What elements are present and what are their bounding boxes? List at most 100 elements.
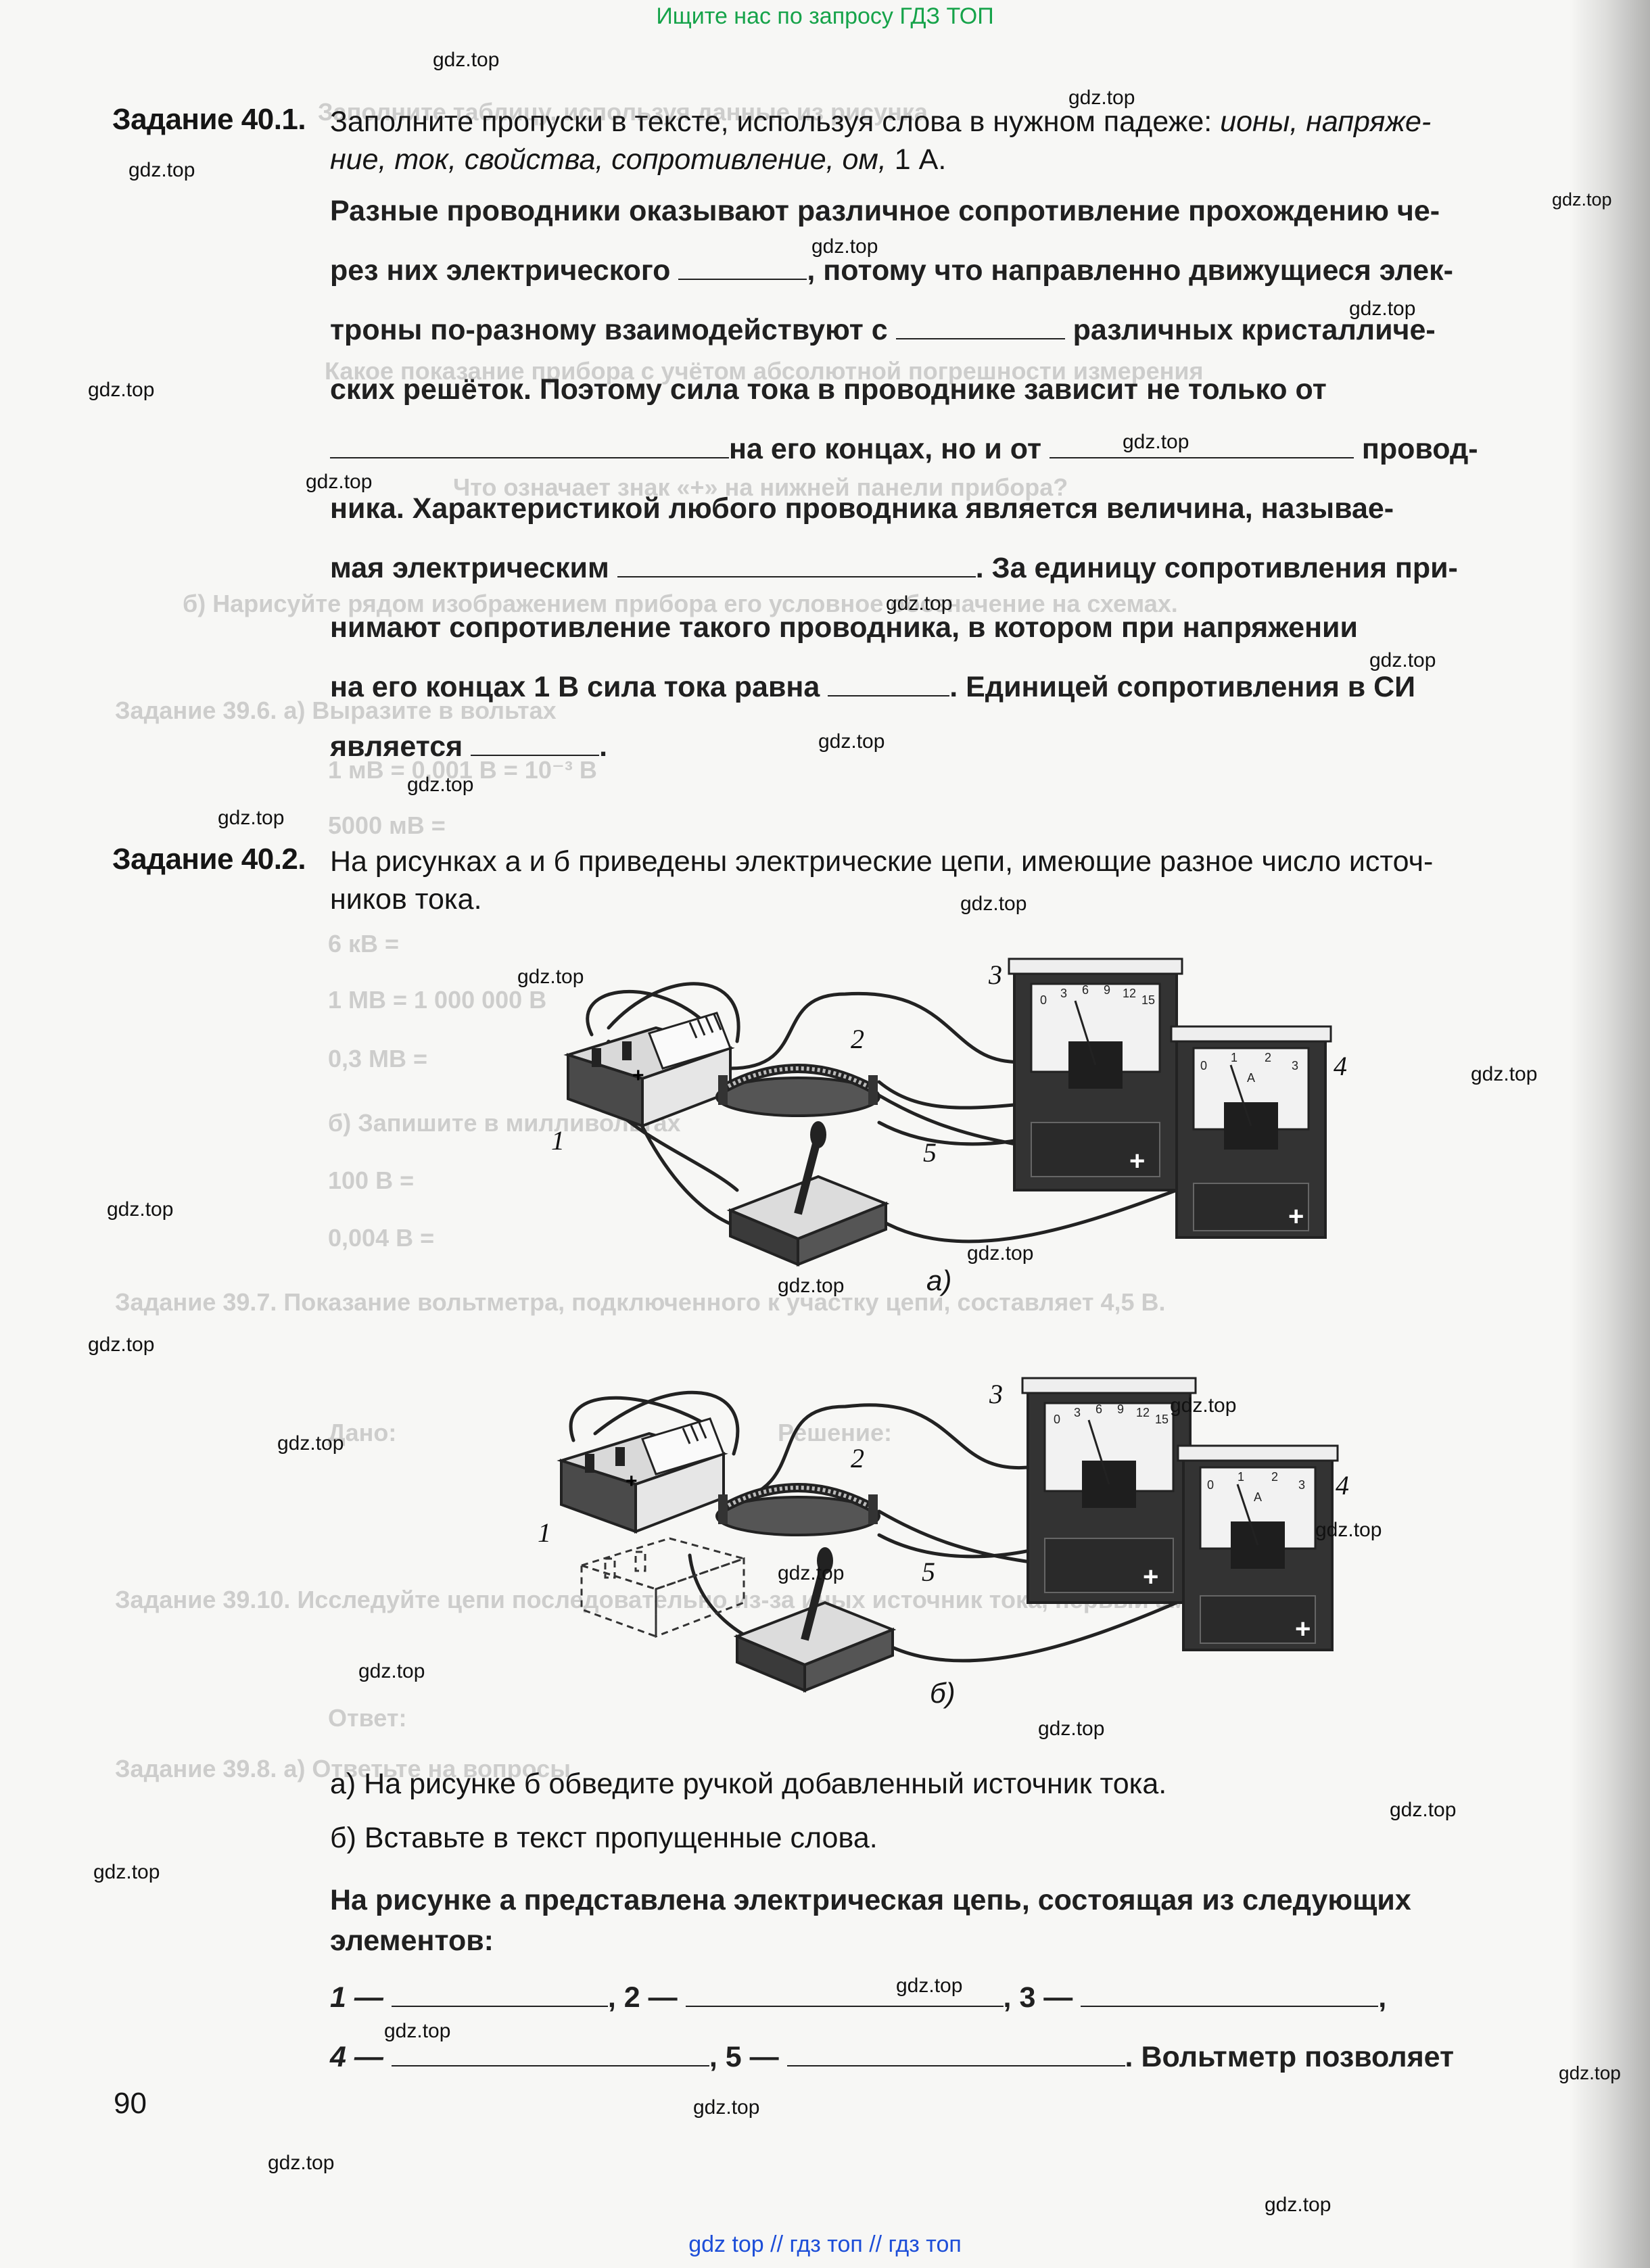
text-line: мая электрическим . За единицу сопротивл… bbox=[330, 552, 1458, 584]
wire bbox=[870, 1601, 1179, 1663]
ammeter-scale-label: 1 bbox=[1238, 1470, 1244, 1484]
voltmeter-scale-label: 3 bbox=[1060, 987, 1067, 1000]
ammeter-scale-label: 3 bbox=[1298, 1478, 1305, 1492]
wire bbox=[728, 1403, 1030, 1503]
callout-3: 3 bbox=[988, 960, 1002, 990]
text-line: рез них электрического , потому что напр… bbox=[330, 254, 1453, 287]
watermark: gdz.top bbox=[967, 1242, 1034, 1265]
bleed-through-line: Какое показание прибора с учётом абсолют… bbox=[325, 357, 1204, 385]
callout-4: 4 bbox=[1336, 1470, 1349, 1501]
page-number: 90 bbox=[114, 2087, 147, 2120]
bleed-through-line: 5000 мВ = bbox=[328, 811, 446, 839]
battery-b: + bbox=[557, 1417, 728, 1534]
question-a: а) На рисунке б обведите ручкой добавлен… bbox=[330, 1768, 1167, 1800]
fill-blank[interactable] bbox=[895, 315, 1065, 339]
svg-text:+: + bbox=[632, 1064, 644, 1087]
watermark: gdz.top bbox=[88, 379, 155, 401]
fill-blank[interactable] bbox=[1049, 434, 1354, 458]
callout-1: 1 bbox=[551, 1125, 565, 1156]
bleed-through-line: Задание 39.8. а) Ответьте на вопросы bbox=[115, 1755, 571, 1782]
bottom-banner[interactable]: gdz top // гдз топ // гдз топ bbox=[688, 2231, 962, 2257]
fill-blank[interactable] bbox=[617, 553, 976, 577]
fill-blank[interactable] bbox=[786, 2042, 1125, 2066]
bleed-through-line: Заполните таблицу, используя данные из р… bbox=[318, 98, 928, 126]
watermark: gdz.top bbox=[384, 2020, 451, 2042]
added-battery-dashed bbox=[578, 1537, 748, 1638]
circuit-figure-b: + + + 0 3 6 9 bbox=[538, 1377, 1349, 1693]
voltmeter-scale-label: 15 bbox=[1141, 993, 1155, 1007]
fill-blank[interactable] bbox=[828, 672, 950, 696]
elements-list: 1 — , 2 — , 3 — , 4 — , 5 — . Вольтметр … bbox=[330, 1968, 1554, 2087]
callout-3: 3 bbox=[989, 1379, 1003, 1409]
key-switch bbox=[733, 1547, 897, 1693]
circuit-figure-a: + + + 0 3 6 9 12 15 bbox=[551, 958, 1347, 1267]
fill-blank[interactable] bbox=[330, 434, 729, 458]
text-line: на его концах 1 В сила тока равна . Един… bbox=[330, 671, 1416, 703]
watermark: gdz.top bbox=[818, 730, 885, 753]
fill-blank[interactable] bbox=[678, 256, 807, 280]
watermark: gdz.top bbox=[128, 159, 195, 181]
watermark: gdz.top bbox=[1170, 1394, 1237, 1417]
bleed-through-line: 100 В = bbox=[328, 1166, 415, 1194]
watermark: gdz.top bbox=[1315, 1519, 1382, 1541]
page-spine-shadow bbox=[1569, 0, 1650, 2268]
ammeter-scale-label: 2 bbox=[1265, 1051, 1271, 1064]
watermark: gdz.top bbox=[277, 1432, 344, 1455]
top-banner[interactable]: Ищите нас по запросу ГДЗ ТОП bbox=[656, 3, 994, 29]
voltmeter-scale-label: 12 bbox=[1123, 987, 1136, 1000]
watermark: gdz.top bbox=[107, 1198, 174, 1221]
task-40-2-intro: На рисунках а и б приведены электрически… bbox=[330, 845, 1434, 916]
bleed-through-line: Задание 39.6. а) Выразите в вольтах bbox=[115, 696, 557, 724]
watermark: gdz.top bbox=[1552, 189, 1612, 210]
watermark: gdz.top bbox=[1369, 649, 1436, 671]
task-40-2-label: Задание 40.2. bbox=[112, 843, 306, 876]
text-line: 1 — , 2 — , 3 — , bbox=[330, 1981, 1387, 2014]
voltmeter-scale-label: 9 bbox=[1104, 983, 1110, 997]
figure-b-caption: б) bbox=[930, 1677, 956, 1709]
text-line: нимают сопротивление такого проводника, … bbox=[330, 611, 1358, 644]
fill-blank[interactable] bbox=[1081, 1983, 1379, 2007]
text-line: На рисунке а представлена электрическая … bbox=[330, 1884, 1411, 1916]
watermark: gdz.top bbox=[433, 49, 500, 71]
voltmeter: + bbox=[1008, 958, 1183, 1191]
ammeter-scale-label: 3 bbox=[1292, 1059, 1298, 1072]
watermark: gdz.top bbox=[811, 235, 878, 258]
figure-a-caption: а) bbox=[926, 1265, 952, 1296]
rheostat bbox=[715, 1064, 880, 1117]
ammeter-unit-label: A bbox=[1254, 1490, 1262, 1504]
rheostat bbox=[715, 1483, 880, 1536]
watermark: gdz.top bbox=[693, 2096, 760, 2119]
watermark: gdz.top bbox=[1559, 2062, 1621, 2083]
callout-2: 2 bbox=[851, 1024, 864, 1054]
bleed-through-line: Ответ: bbox=[328, 1704, 407, 1732]
watermark: gdz.top bbox=[896, 1975, 963, 1997]
key-switch bbox=[726, 1121, 890, 1267]
watermark: gdz.top bbox=[1471, 1063, 1538, 1085]
ammeter-unit-label: A bbox=[1247, 1071, 1255, 1085]
voltmeter-scale-label: 6 bbox=[1095, 1402, 1102, 1416]
fill-blank[interactable] bbox=[471, 732, 600, 756]
svg-text:+: + bbox=[1295, 1614, 1311, 1644]
watermark: gdz.top bbox=[778, 1275, 845, 1297]
watermark: gdz.top bbox=[358, 1660, 425, 1682]
ammeter-scale-label: 1 bbox=[1231, 1051, 1238, 1064]
fill-blank[interactable] bbox=[391, 1983, 608, 2007]
question-b: б) Вставьте в текст пропущенные слова. bbox=[330, 1822, 878, 1854]
battery-a: + bbox=[563, 1012, 735, 1128]
task-40-1-label: Задание 40.1. bbox=[112, 103, 306, 136]
fill-blank[interactable] bbox=[685, 1983, 1004, 2007]
watermark: gdz.top bbox=[88, 1333, 155, 1356]
callout-1: 1 bbox=[538, 1517, 551, 1548]
watermark: gdz.top bbox=[1390, 1799, 1457, 1821]
ammeter-scale-label: 2 bbox=[1271, 1470, 1278, 1484]
watermark: gdz.top bbox=[517, 966, 584, 988]
fill-blank[interactable] bbox=[391, 2042, 709, 2066]
text-line: является . bbox=[330, 730, 608, 763]
watermark: gdz.top bbox=[1123, 431, 1189, 453]
wire bbox=[728, 991, 1030, 1070]
task-40-1-instruction-cont: ние, ток, свойства, сопротивление, ом, 1… bbox=[330, 143, 947, 176]
text-line: 4 — , 5 — . Вольтметр позволяет bbox=[330, 2041, 1455, 2073]
voltmeter-scale-label: 0 bbox=[1040, 993, 1047, 1007]
watermark: gdz.top bbox=[886, 592, 953, 615]
bleed-through-line: 0,004 В = bbox=[328, 1224, 435, 1252]
